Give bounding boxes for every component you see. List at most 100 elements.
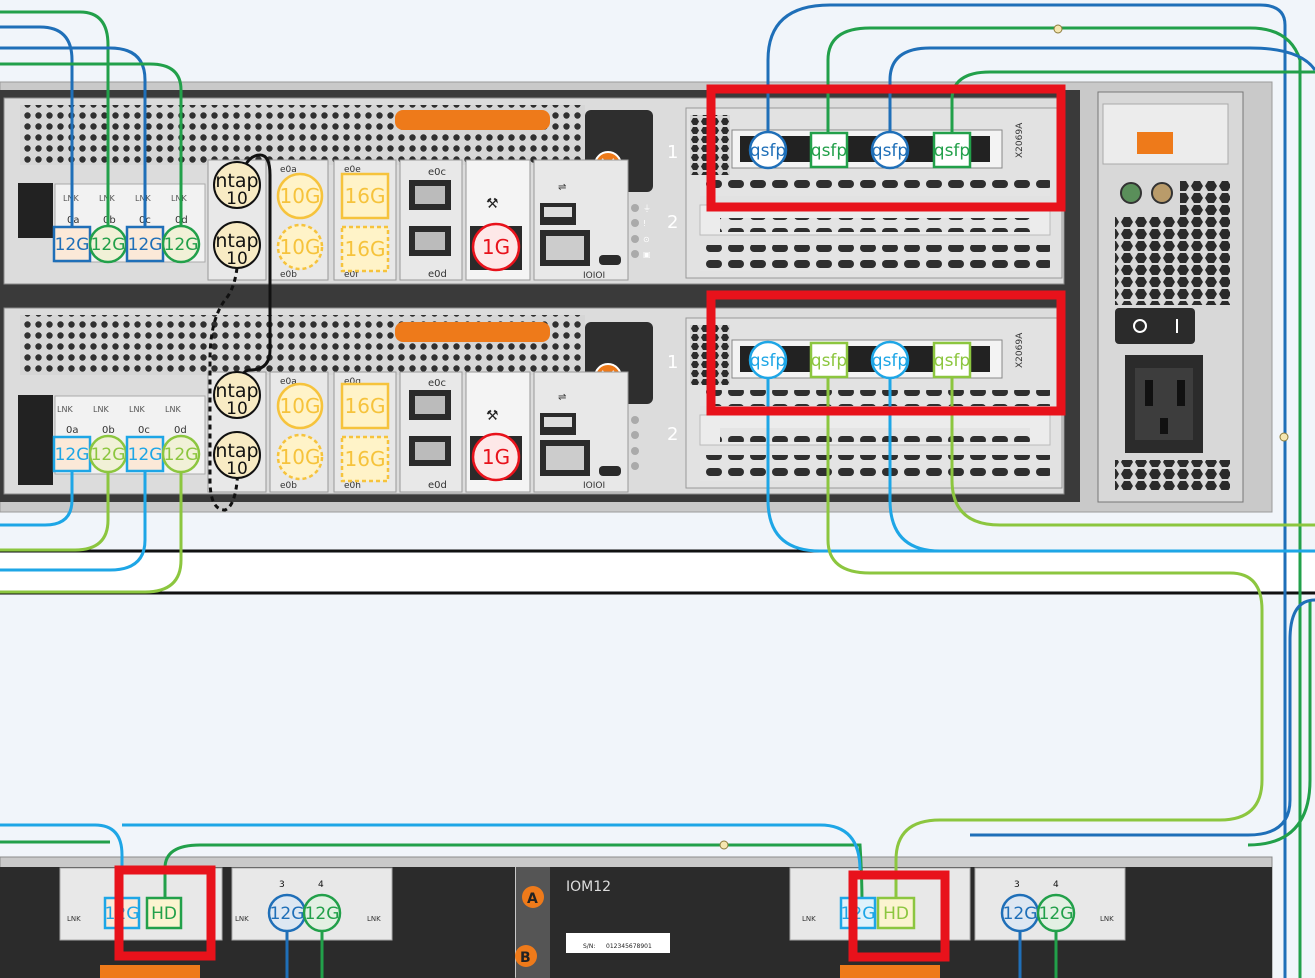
sas-port-0b-label: 12G [91,445,126,465]
port-10g[interactable]: 10G [276,172,324,220]
port-16g[interactable]: 16G [340,382,390,430]
lnk-label: LNK [57,405,73,414]
ntap-text: ntap [215,170,258,192]
port-10g-label: 10G [280,445,321,469]
shelf-port-a2-hd-label: HD [151,904,177,924]
port-16g[interactable]: 16G [340,225,390,273]
qsfp-port[interactable]: qsfp [932,131,972,169]
port-16g-label: 16G [345,447,386,471]
usb-icon: ⇌ [558,392,566,403]
port-16g[interactable]: 16G [340,435,390,483]
lnk-label: LNK [367,915,381,923]
port-10g-label: 10G [280,235,321,259]
sas-port-0b[interactable]: 12G [88,224,128,264]
junction-dots [719,24,1289,850]
sas-port-0d[interactable]: 12G [161,434,201,474]
shelf-port-a4-label: 12G [305,904,340,924]
lnk-label: LNK [93,405,109,414]
side-a-label: A [527,891,538,907]
port-10g-label: 10G [280,394,321,418]
qsfp-port-label: qsfp [934,141,970,161]
port-label: e0c [428,378,446,389]
console-label: IOIOI [583,481,605,491]
mgmt-port-1g[interactable]: 1G [471,222,521,272]
slot-number: 1 [667,142,678,163]
qsfp-port[interactable]: qsfp [809,341,849,379]
sas-port-0a[interactable]: 12G [52,225,92,263]
shelf-port-a3[interactable]: 12G [267,893,307,933]
iom-label: IOM12 [566,879,611,895]
port-16g[interactable]: 16G [340,172,390,220]
usb-icon: ⇌ [558,182,566,193]
port-number: 3 [279,880,285,890]
qsfp-port[interactable]: qsfp [748,130,788,170]
qsfp-port-label: qsfp [872,141,908,161]
release-handle[interactable] [395,322,550,342]
card-model: X2069A [1015,332,1025,368]
sas-port-0a-label: 12G [55,235,90,255]
highlight-shelf-a-port [114,865,216,961]
sas-port-0a[interactable]: 12G [52,435,92,473]
shelf-port-b2-hd[interactable]: HD [876,896,916,930]
qsfp-port[interactable]: qsfp [870,130,910,170]
sn-value: 012345678901 [606,943,652,950]
shelf-port-b2-hd-label: HD [883,904,909,924]
qsfp-port[interactable]: qsfp [748,340,788,380]
ntap-text: ntap [215,380,258,402]
shelf-port-b3-label: 12G [1003,904,1038,924]
sas-port-name: 0b [102,425,115,436]
power-switch[interactable] [1115,308,1195,344]
shelf-port-a4[interactable]: 12G [302,893,342,933]
qsfp-port[interactable]: qsfp [809,131,849,169]
shelf-port-a2-hd[interactable]: HD [145,896,183,930]
qsfp-port[interactable]: qsfp [870,340,910,380]
lnk-label: LNK [165,405,181,414]
port-10g[interactable]: 10G [276,382,324,430]
sas-port-name: 0c [138,425,150,436]
sas-port-0c[interactable]: 12G [125,225,165,263]
psu-led-icon [1151,182,1173,204]
shelf-port-b3[interactable]: 12G [1000,893,1040,933]
side-b-label: B [520,950,531,966]
port-number: 3 [1014,880,1020,890]
lnk-label: LNK [802,915,816,923]
port-label: e0d [428,480,447,491]
port-label: e0b [280,481,297,491]
qsfp-port-label: qsfp [750,351,786,371]
sas-port-0c[interactable]: 12G [125,435,165,473]
shelf-port-b4[interactable]: 12G [1036,893,1076,933]
port-10g[interactable]: 10G [276,433,324,481]
highlight-top-card [706,84,1066,212]
power-supply [1097,91,1244,503]
port-16g-label: 16G [345,394,386,418]
sas-port-0c-label: 12G [128,445,163,465]
port-label: e0e [344,165,361,175]
sas-port-0d[interactable]: 12G [161,224,201,264]
serial-sticker [566,933,670,953]
qsfp-port[interactable]: qsfp [932,341,972,379]
svg-text:⊙: ⊙ [643,235,650,244]
sas-port-0a-label: 12G [55,445,90,465]
ntap-text: 10 [226,249,248,269]
psu-latch[interactable] [1137,132,1173,154]
svg-text:▣: ▣ [643,250,651,259]
port-10g[interactable]: 10G [276,223,324,271]
wrench-icon: ⚒ [486,408,499,424]
sn-label: S/N: [583,943,595,950]
port-label: e0d [428,269,447,280]
mgmt-port-1g-label: 1G [482,445,510,469]
mgmt-port-1g[interactable]: 1G [471,432,521,482]
slot-number: 2 [667,212,678,233]
lnk-label: LNK [235,915,249,923]
port-10g-label: 10G [280,184,321,208]
shelf-port-b4-label: 12G [1039,904,1074,924]
sas-port-0b[interactable]: 12G [88,434,128,474]
release-handle[interactable] [395,110,550,130]
sas-port-0d-label: 12G [164,445,199,465]
shelf-port-b1[interactable]: 12G [839,896,877,930]
shelf-port-b1-label: 12G [841,904,876,924]
